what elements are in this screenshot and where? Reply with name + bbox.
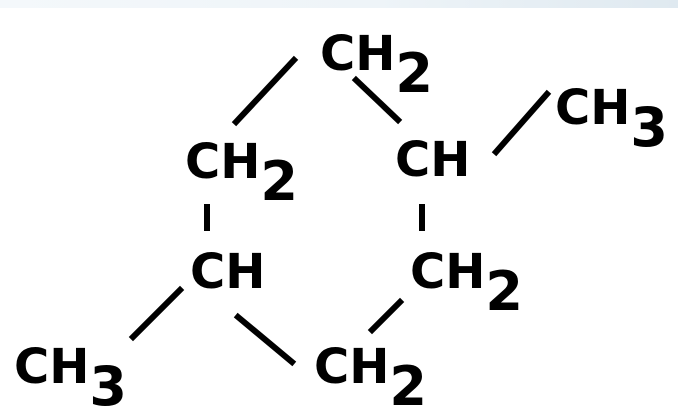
group-right-upper-ch: CH	[395, 132, 470, 188]
bond-left-lower-to-bottom	[233, 312, 297, 367]
group-left-lower-ch: CH	[190, 244, 265, 300]
bond-top-to-right-upper	[351, 75, 403, 125]
bond-left-lower-to-methyl	[128, 285, 185, 342]
bond-top-to-left-upper	[231, 55, 299, 127]
top-gradient-band	[0, 0, 678, 8]
group-right-lower-ch2: CH2	[410, 244, 523, 323]
group-bottom-ch2: CH2	[314, 339, 427, 410]
group-top-ch2: CH2	[320, 26, 433, 105]
bond-right-lower-to-bottom	[367, 297, 405, 335]
group-methyl-left-ch3: CH3	[14, 339, 127, 410]
group-methyl-right-ch3: CH3	[555, 80, 668, 159]
bond-right-upper-to-methyl	[491, 89, 552, 157]
group-left-upper-ch2: CH2	[185, 134, 298, 213]
